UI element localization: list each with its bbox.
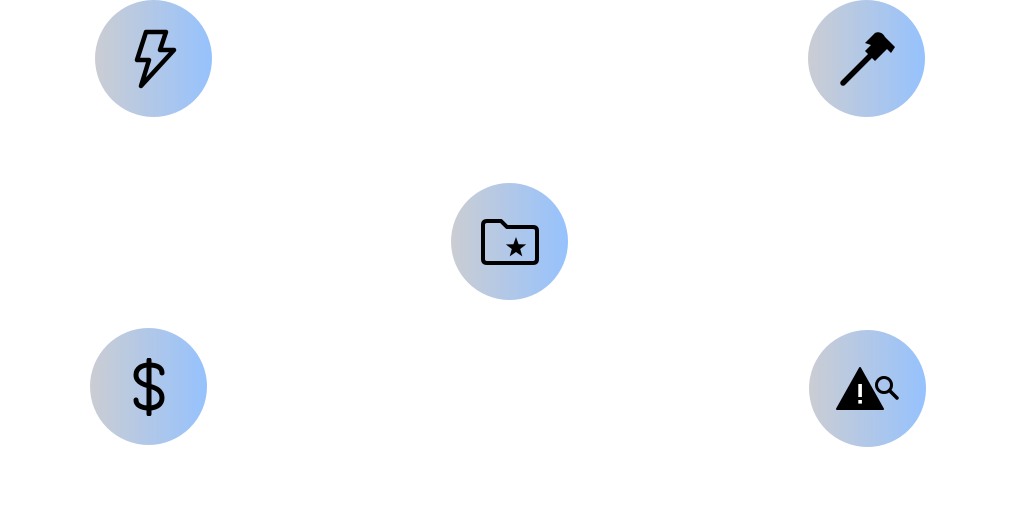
warning-search-node[interactable]	[809, 330, 926, 447]
folder-star-icon	[480, 218, 539, 265]
hammer-node[interactable]	[808, 0, 925, 117]
hammer-icon	[839, 31, 895, 86]
lightning-bolt-node[interactable]	[95, 0, 212, 117]
warning-search-icon	[835, 366, 899, 410]
folder-star-node[interactable]	[451, 183, 568, 300]
dollar-node[interactable]	[90, 328, 207, 445]
dollar-sign-icon	[132, 357, 165, 416]
lightning-bolt-icon	[134, 29, 176, 88]
